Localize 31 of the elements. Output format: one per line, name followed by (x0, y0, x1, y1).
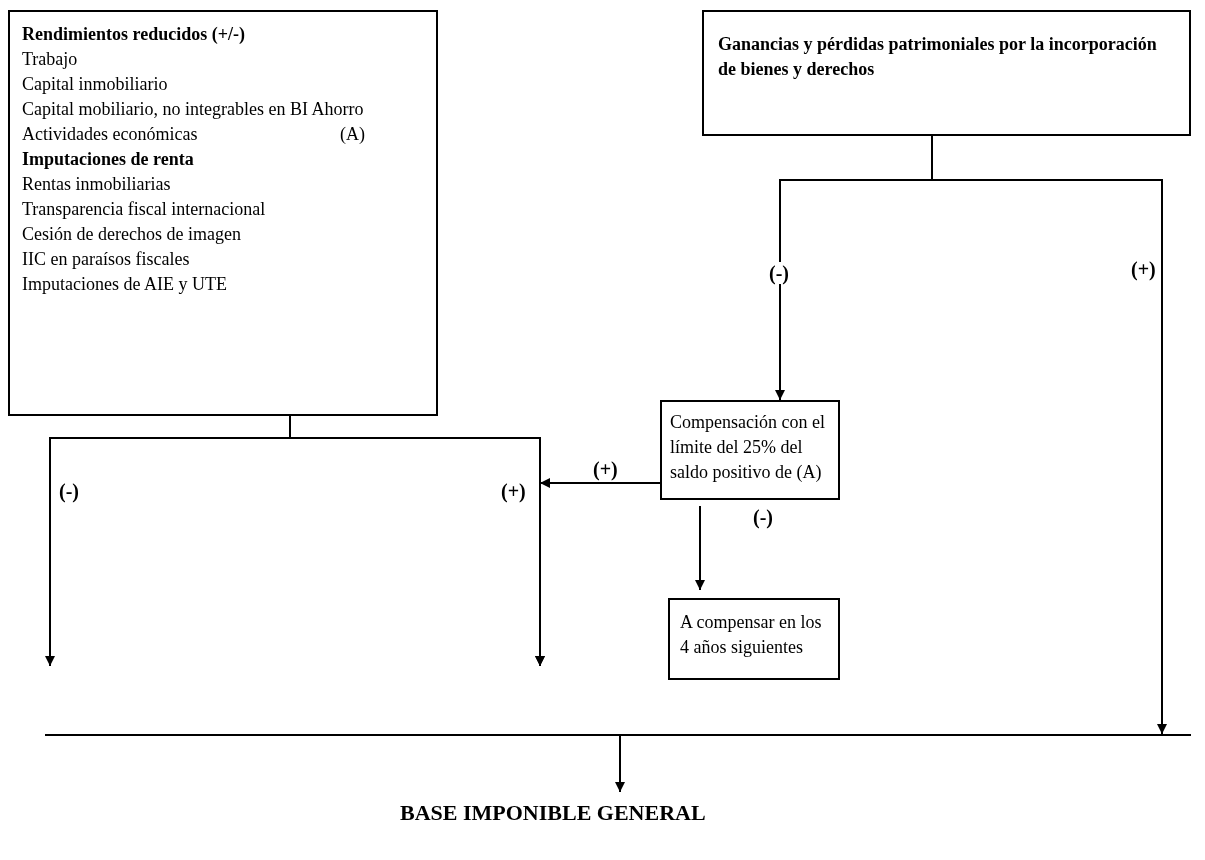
heading: BASE IMPONIBLE GENERAL (400, 800, 706, 825)
text-box (702, 10, 1191, 136)
text-line: Capital mobiliario, no integrables en BI Ahorro (22, 98, 364, 121)
bar-line (45, 734, 1191, 736)
text-line: Imputaciones de AIE y UTE (22, 273, 227, 296)
text-line: (A) (340, 123, 365, 146)
text-line: Capital inmobiliario (22, 73, 168, 96)
heading: Ganancias y pérdidas patrimoniales por la incorporación de bienes y derechos (718, 33, 1158, 81)
text-line: Cesión de derechos de imagen (22, 223, 241, 246)
text-line: IIC en paraísos fiscales (22, 248, 190, 271)
text-line: Transparencia fiscal internacional (22, 198, 266, 221)
edge-label: (+) (500, 480, 527, 502)
text-line: A compensar en los 4 años siguientes (680, 611, 823, 659)
edge-label: (-) (768, 262, 790, 284)
arrow (535, 478, 661, 667)
edge-label: (+) (592, 458, 619, 480)
heading: Imputaciones de renta (22, 148, 194, 171)
heading: Rendimientos reducidos (+/-) (22, 23, 245, 46)
text-box (8, 10, 438, 416)
edge-label: (-) (58, 480, 80, 502)
text-line: Compensación con el límite del 25% del saldo positivo de (A) (670, 411, 826, 484)
edge-label: (+) (1130, 258, 1157, 280)
text-line: Actividades económicas (22, 123, 198, 146)
arrow (615, 735, 625, 793)
arrow (931, 135, 1167, 735)
text-line: Rentas inmobiliarias (22, 173, 171, 196)
text-box (668, 598, 840, 680)
text-box (660, 400, 840, 500)
edge-label: (-) (752, 506, 774, 528)
arrow (695, 505, 705, 591)
text-line: Trabajo (22, 48, 78, 71)
